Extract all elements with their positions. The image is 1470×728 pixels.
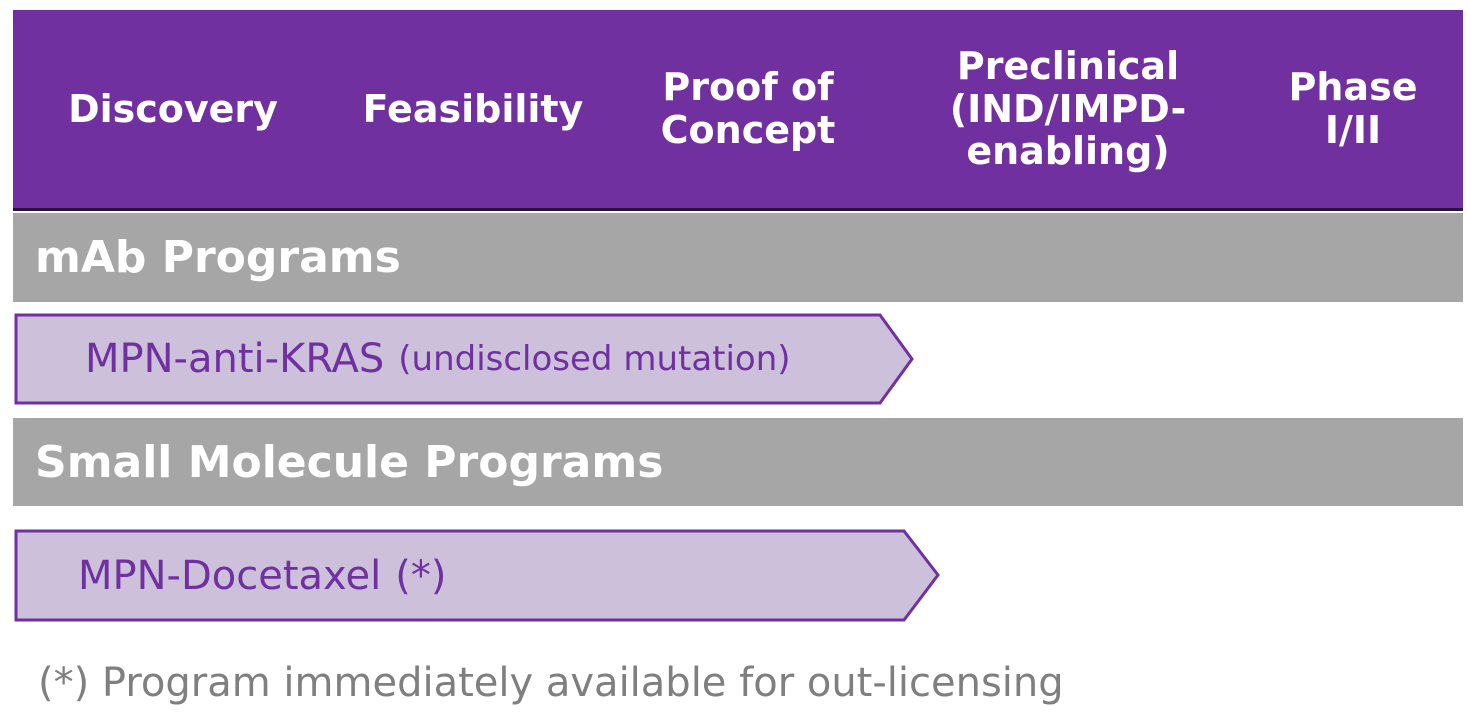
stage-header: Discovery Feasibility Proof of Concept P…: [13, 10, 1463, 211]
program-arrow-mpn-anti-kras[interactable]: MPN-anti-KRAS (undisclosed mutation): [14, 312, 918, 406]
program-detail: (undisclosed mutation): [398, 339, 791, 379]
program-detail: (*): [395, 552, 447, 599]
section-small-molecule-programs: Small Molecule Programs: [13, 418, 1463, 506]
stage-preclinical: Preclinical (IND/IMPD- enabling): [949, 44, 1187, 174]
program-name: MPN-Docetaxel: [78, 552, 382, 599]
program-arrow-mpn-docetaxel[interactable]: MPN-Docetaxel (*): [14, 528, 944, 623]
stage-feasibility: Feasibility: [362, 86, 584, 131]
stage-phase-1-2: Phase I/II: [1288, 65, 1418, 152]
arrow-shape: [14, 313, 914, 405]
stage-proof-of-concept: Proof of Concept: [660, 65, 836, 152]
footnote: (*) Program immediately available for ou…: [38, 660, 1064, 706]
arrow-shape: [14, 529, 940, 622]
stage-discovery: Discovery: [68, 86, 278, 131]
section-mab-programs: mAb Programs: [13, 213, 1463, 302]
program-name: MPN-anti-KRAS: [85, 336, 385, 382]
